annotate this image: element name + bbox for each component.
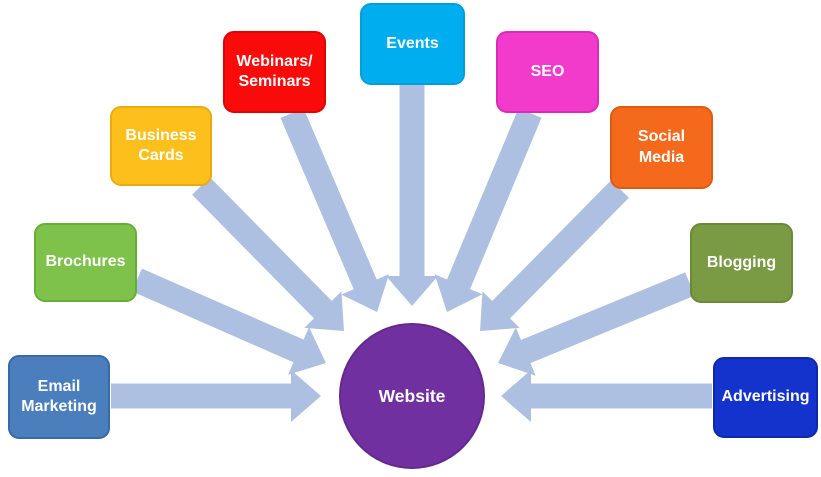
node-website-label: Website <box>378 385 446 406</box>
arrow-webinars-seminars-to-website <box>280 108 390 312</box>
node-brochures: Brochures <box>34 223 137 302</box>
node-email-marketing: Email Marketing <box>8 355 110 439</box>
node-blogging: Blogging <box>690 223 793 303</box>
node-social-media-label: Social Media <box>637 128 686 166</box>
node-seo: SEO <box>496 31 599 113</box>
node-email-marketing-label: Email Marketing <box>21 377 97 415</box>
arrow-events-to-website <box>386 85 438 306</box>
node-advertising: Advertising <box>713 357 818 438</box>
node-blogging-label: Blogging <box>706 253 777 271</box>
node-advertising-label: Advertising <box>721 388 810 406</box>
arrow-blogging-to-website <box>498 272 695 376</box>
arrow-brochures-to-website <box>132 268 326 375</box>
node-events-label: Events <box>386 34 439 52</box>
node-website: Website <box>339 323 485 469</box>
arrow-advertising-to-website <box>501 370 712 422</box>
node-business-cards-label: Business Cards <box>125 126 197 164</box>
node-webinars-seminars: Webinars/ Seminars <box>223 31 326 113</box>
node-events: Events <box>360 3 465 85</box>
arrow-social-media-to-website <box>480 180 629 331</box>
node-business-cards: Business Cards <box>110 106 212 186</box>
node-seo-label: SEO <box>530 62 565 80</box>
node-webinars-seminars-label: Webinars/ Seminars <box>236 52 313 90</box>
arrow-seo-to-website <box>434 108 542 312</box>
arrow-email-marketing-to-website <box>111 370 321 422</box>
node-social-media: Social Media <box>610 106 713 189</box>
node-brochures-label: Brochures <box>45 253 126 271</box>
arrow-business-cards-to-website <box>192 177 344 331</box>
